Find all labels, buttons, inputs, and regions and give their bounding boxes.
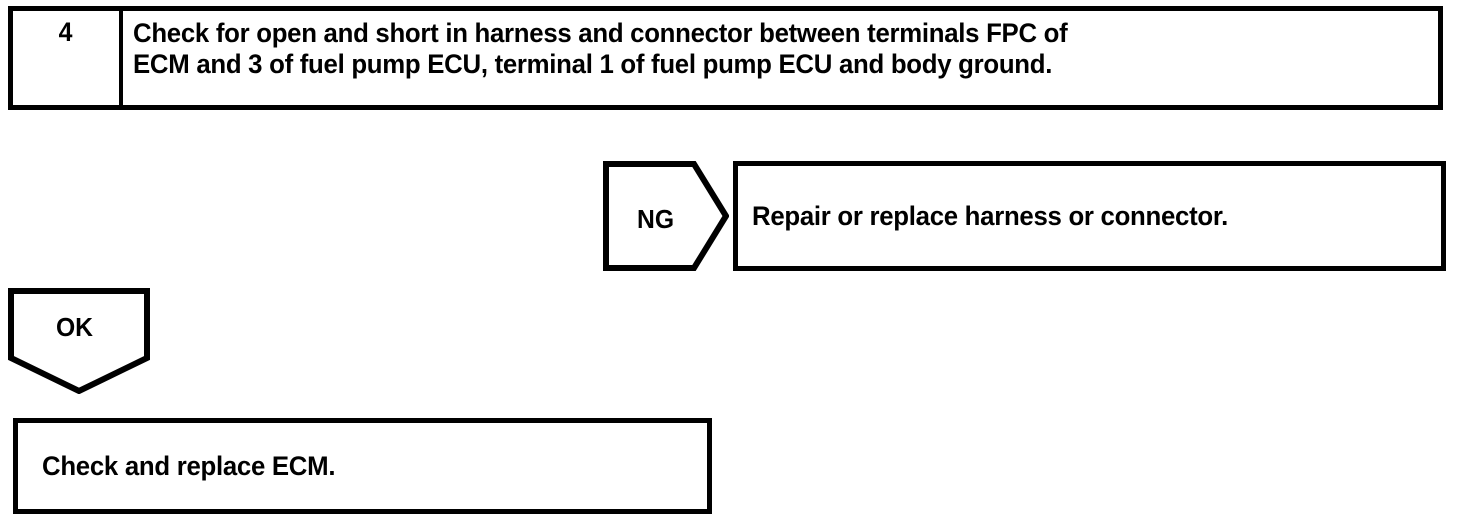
ok-branch-arrow: OK xyxy=(8,288,150,394)
arrow-right-pentagon-icon xyxy=(603,161,729,271)
ok-result-box: Check and replace ECM. xyxy=(13,418,712,514)
step-number: 4 xyxy=(59,17,73,47)
ok-branch-label: OK xyxy=(55,312,94,342)
ng-branch-label: NG xyxy=(636,204,675,234)
step-instruction-line-1: Check for open and short in harness and … xyxy=(133,18,1068,48)
step-instruction-line-2: ECM and 3 of fuel pump ECU, terminal 1 o… xyxy=(133,49,1053,79)
step-number-cell: 4 xyxy=(13,11,123,105)
step-instruction-cell: Check for open and short in harness and … xyxy=(123,11,1438,105)
ng-result-box: Repair or replace harness or connector. xyxy=(733,161,1446,271)
step-table: 4 Check for open and short in harness an… xyxy=(8,6,1443,110)
arrow-down-pentagon-icon xyxy=(8,288,150,394)
ok-result-label: Check and replace ECM. xyxy=(42,450,336,481)
ng-branch-arrow: NG xyxy=(603,161,729,271)
ng-result-label: Repair or replace harness or connector. xyxy=(752,200,1229,231)
